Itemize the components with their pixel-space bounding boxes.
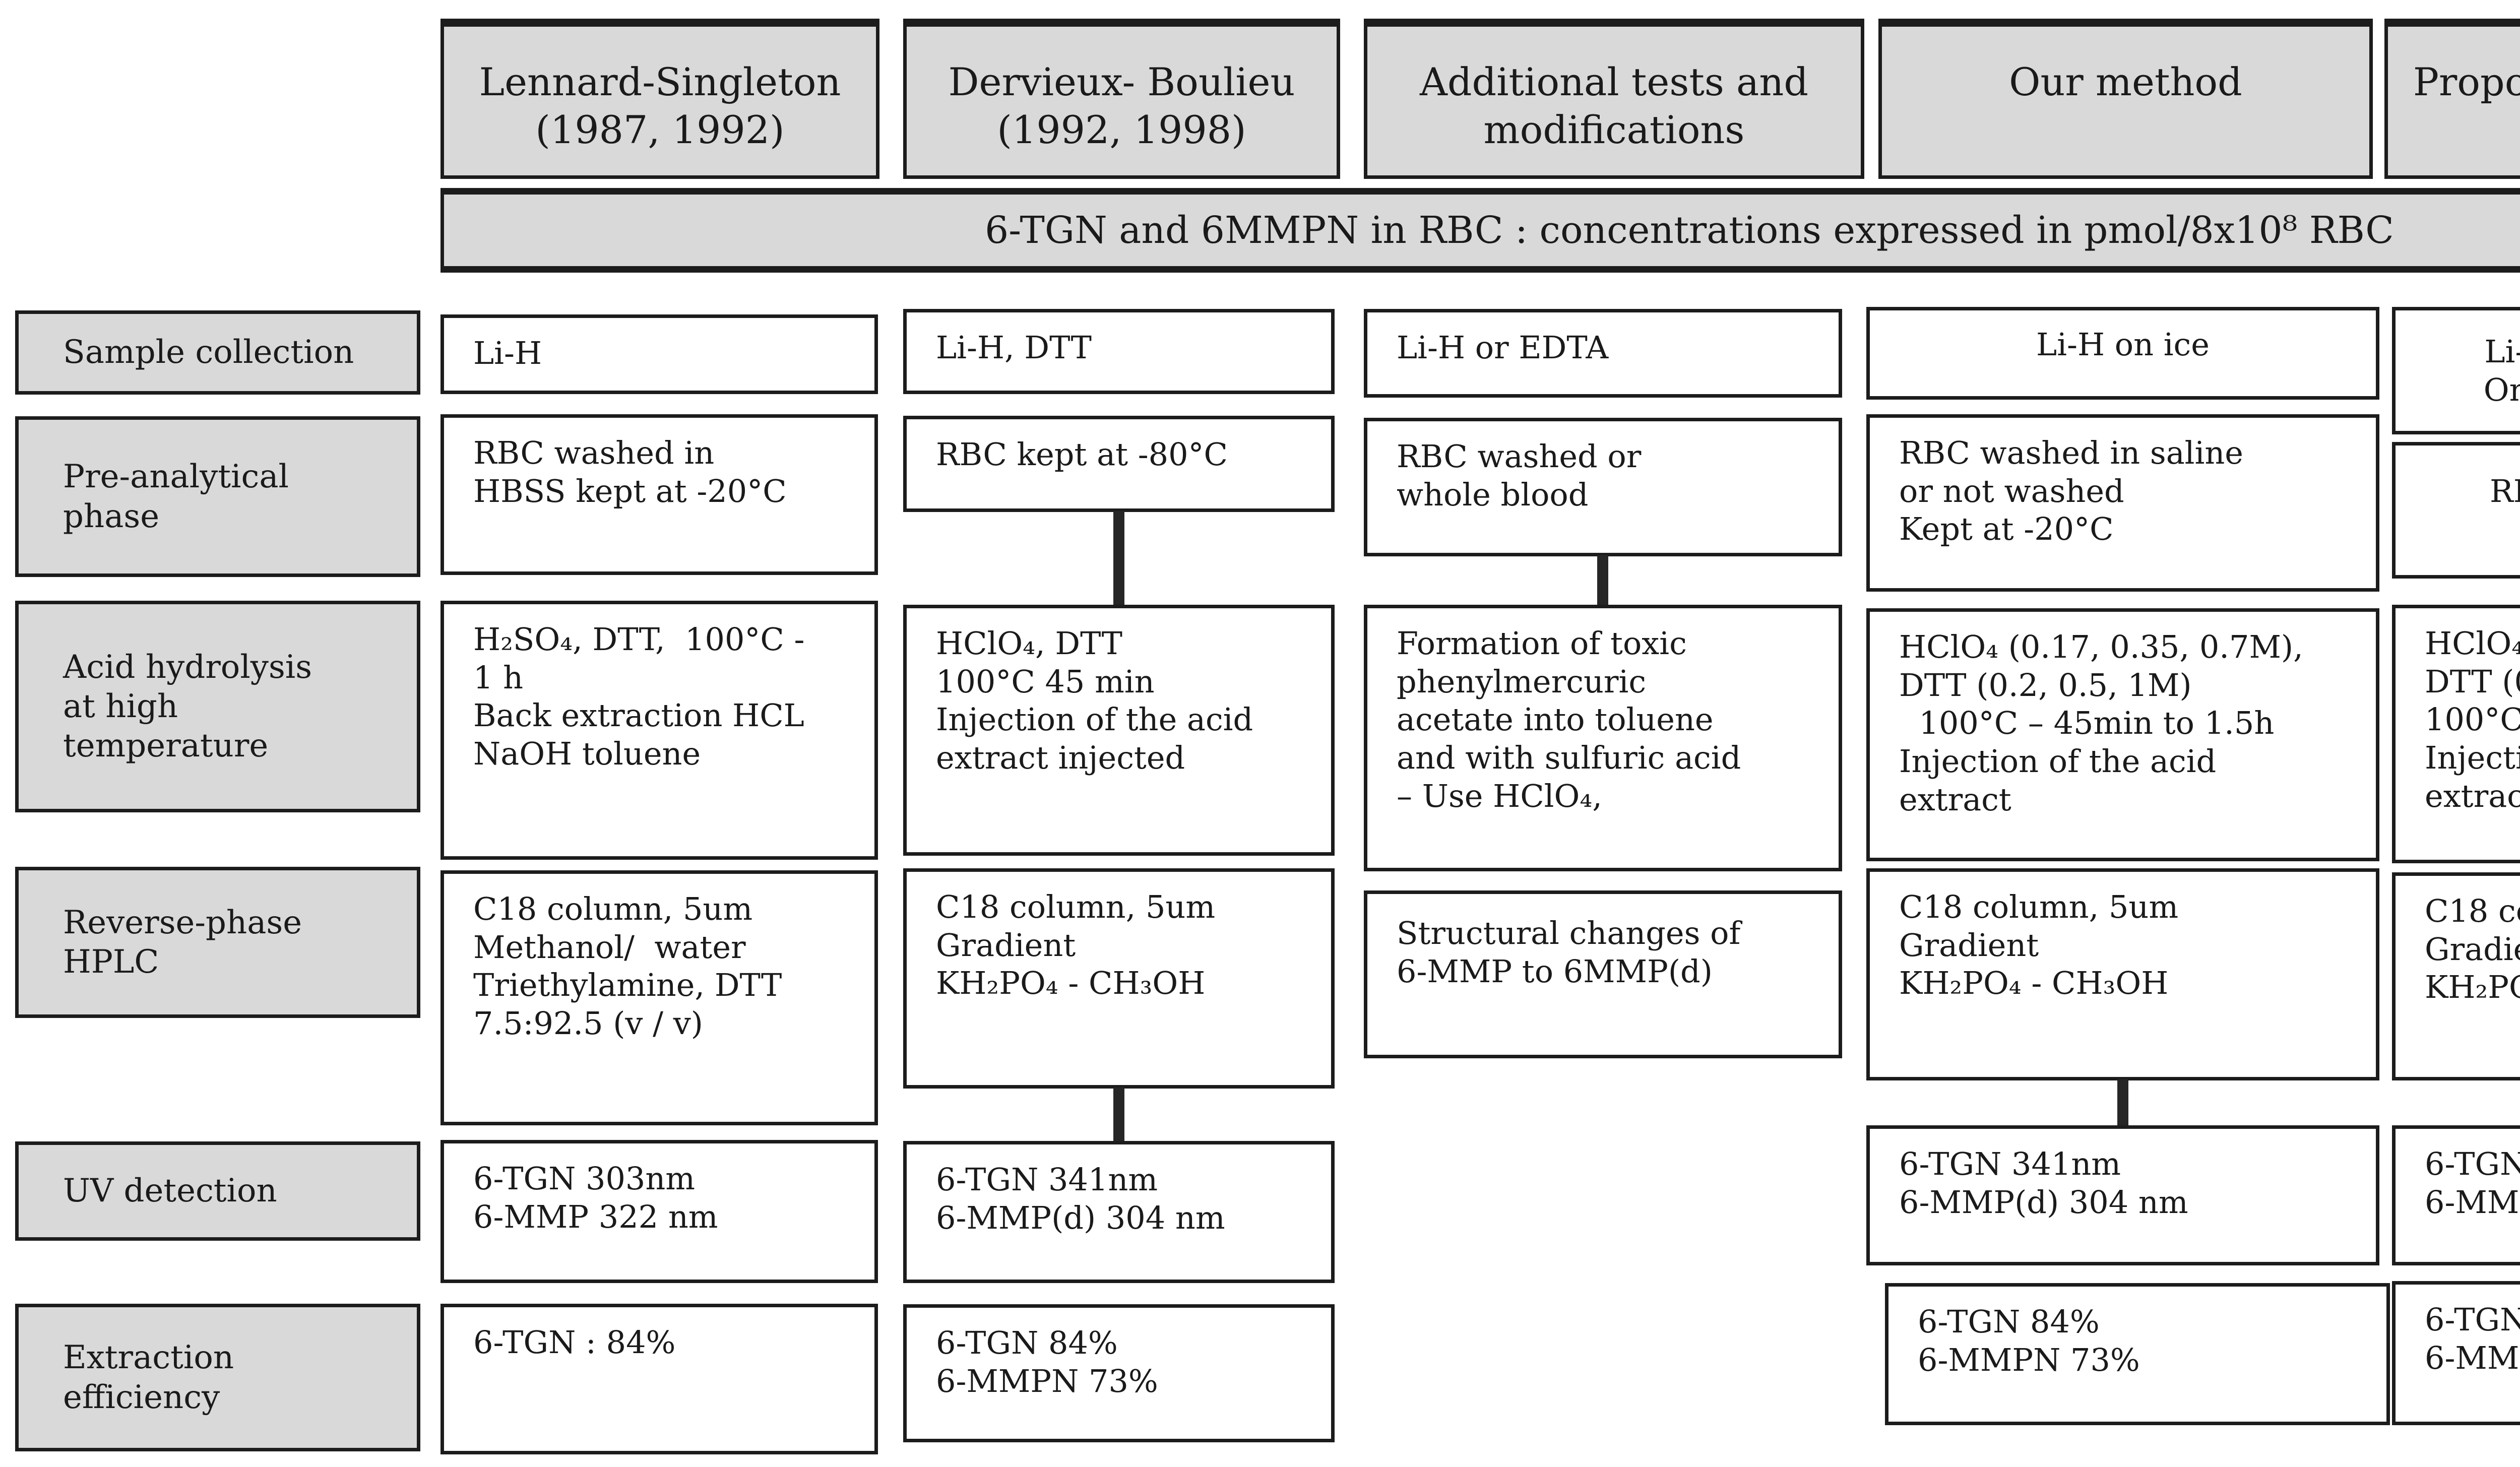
cell-lennard-pre: RBC washed in HBSS kept at -20°C: [440, 414, 878, 575]
header-dervieux-boulieu: Dervieux- Boulieu (1992, 1998): [903, 19, 1340, 179]
row-label-uv-detection: UV detection: [15, 1141, 420, 1241]
cell-lennard-uv: 6-TGN 303nm 6-MMP 322 nm: [440, 1140, 878, 1283]
cell-additional-pre: RBC washed or whole blood: [1364, 418, 1842, 556]
cell-our-extraction: 6-TGN 84% 6-MMPN 73%: [1885, 1283, 2390, 1425]
connector-our-hplc-uv: [2117, 1079, 2128, 1126]
cell-lennard-extraction: 6-TGN : 84%: [440, 1304, 878, 1454]
cell-our-sample: Li-H on ice: [1866, 307, 2379, 400]
cell-dervieux-hplc: C18 column, 5um Gradient KH₂PO₄ - CH₃OH: [903, 868, 1335, 1089]
cell-dervieux-uv: 6-TGN 341nm 6-MMP(d) 304 nm: [903, 1141, 1335, 1283]
row-label-pre-analytical-phase: Pre-analytical phase: [15, 416, 420, 577]
cell-additional-hplc: Structural changes of 6-MMP to 6MMP(d): [1364, 890, 1842, 1058]
row-label-acid-hydrolysis: Acid hydrolysis at high temperature: [15, 601, 420, 812]
row-label-extraction-efficiency: Extraction efficiency: [15, 1304, 420, 1451]
cell-additional-acid: Formation of toxic phenylmercuric acetat…: [1364, 605, 1842, 871]
cell-lennard-hplc: C18 column, 5um Methanol/ water Triethyl…: [440, 870, 878, 1125]
connector-dervieux-pre-acid: [1113, 511, 1124, 606]
cell-proposed-acid: HClO₄ (0.35M), DTT (0.2M) 100°C – 1H Inj…: [2392, 605, 2520, 863]
banner-units: 6-TGN and 6MMPN in RBC : concentrations …: [440, 188, 2520, 273]
cell-dervieux-acid: HClO₄, DTT 100°C 45 min Injection of the…: [903, 605, 1335, 856]
cell-additional-sample: Li-H or EDTA: [1364, 309, 1842, 398]
cell-dervieux-extraction: 6-TGN 84% 6-MMPN 73%: [903, 1304, 1335, 1442]
cell-proposed-uv: 6-TGN 341nm 6-MMP(d) 304 nm: [2392, 1125, 2520, 1265]
header-lennard-singleton: Lennard-Singleton (1987, 1992): [440, 19, 879, 179]
cell-proposed-sample: Li-H or EDTA, No DTT On ice, No transfus…: [2392, 307, 2520, 434]
header-our-method: Our method: [1878, 19, 2373, 179]
row-label-reverse-phase-hplc: Reverse-phase HPLC: [15, 867, 420, 1018]
cell-proposed-pre: RBC washed in saline Kept at -20°C: [2392, 442, 2520, 579]
header-additional-tests: Additional tests and modifications: [1364, 19, 1864, 179]
cell-dervieux-sample: Li-H, DTT: [903, 309, 1335, 394]
connector-additional-pre-acid: [1597, 555, 1608, 606]
cell-our-acid: HClO₄ (0.17, 0.35, 0.7M), DTT (0.2, 0.5,…: [1866, 608, 2379, 861]
connector-dervieux-hplc-uv: [1113, 1088, 1124, 1142]
cell-lennard-sample: Li-H: [440, 314, 878, 394]
cell-dervieux-pre: RBC kept at -80°C: [903, 416, 1335, 512]
cell-our-uv: 6-TGN 341nm 6-MMP(d) 304 nm: [1866, 1125, 2379, 1265]
row-label-sample-collection: Sample collection: [15, 310, 420, 395]
cell-our-hplc: C18 column, 5um Gradient KH₂PO₄ - CH₃OH: [1866, 868, 2379, 1080]
cell-lennard-acid: H₂SO₄, DTT, 100°C - 1 h Back extraction …: [440, 601, 878, 860]
cell-proposed-extraction: 6-TGN : 85% 6-MMPN : 75%: [2392, 1281, 2520, 1425]
cell-proposed-hplc: C18 column, 5um Gradient KH₂PO₄ - CH₃OH: [2392, 872, 2520, 1080]
header-proposed-standardisation: Proposed standardisation: [2384, 19, 2520, 179]
cell-our-pre: RBC washed in saline or not washed Kept …: [1866, 414, 2379, 592]
